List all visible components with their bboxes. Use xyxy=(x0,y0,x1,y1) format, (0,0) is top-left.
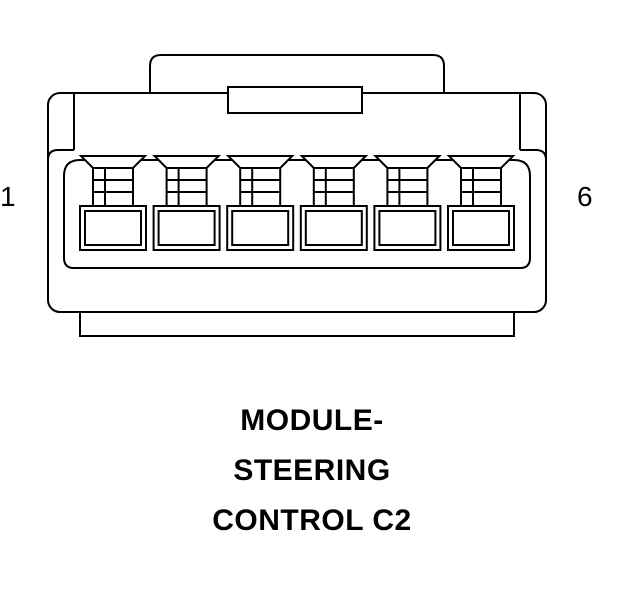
terminal-body xyxy=(165,167,208,207)
cavity-inner xyxy=(378,210,437,246)
caption-line-1: MODULE- xyxy=(240,404,384,437)
cavity-inner xyxy=(452,210,510,246)
terminal-latch xyxy=(372,155,442,169)
connector-shoulder xyxy=(47,149,547,161)
connector-latch xyxy=(149,54,445,93)
terminal-body xyxy=(386,167,429,207)
keying-tab xyxy=(227,86,363,114)
cavity-inner xyxy=(231,210,290,246)
terminal-latch xyxy=(78,155,148,169)
connector-base xyxy=(79,311,515,337)
caption-line-3: CONTROL C2 xyxy=(212,504,412,537)
terminal-body xyxy=(312,167,355,207)
connector-diagram xyxy=(47,54,547,337)
terminal-latch xyxy=(299,155,369,169)
cavity-inner xyxy=(84,210,142,246)
terminal-latch xyxy=(152,155,222,169)
terminal-latch xyxy=(225,155,295,169)
connector-frame xyxy=(73,93,521,150)
cavity-row xyxy=(78,155,516,251)
caption-line-2: STEERING xyxy=(233,454,391,487)
pin-number-first: 1 xyxy=(0,181,16,212)
terminal-body xyxy=(460,167,502,207)
connector-caption: MODULE- STEERING CONTROL C2 xyxy=(0,396,624,546)
terminal-body xyxy=(92,167,134,207)
pin-number-last: 6 xyxy=(577,181,593,212)
terminal-latch xyxy=(446,155,516,169)
cavity-inner xyxy=(157,210,216,246)
cavity-inner xyxy=(304,210,363,246)
terminal-body xyxy=(239,167,282,207)
